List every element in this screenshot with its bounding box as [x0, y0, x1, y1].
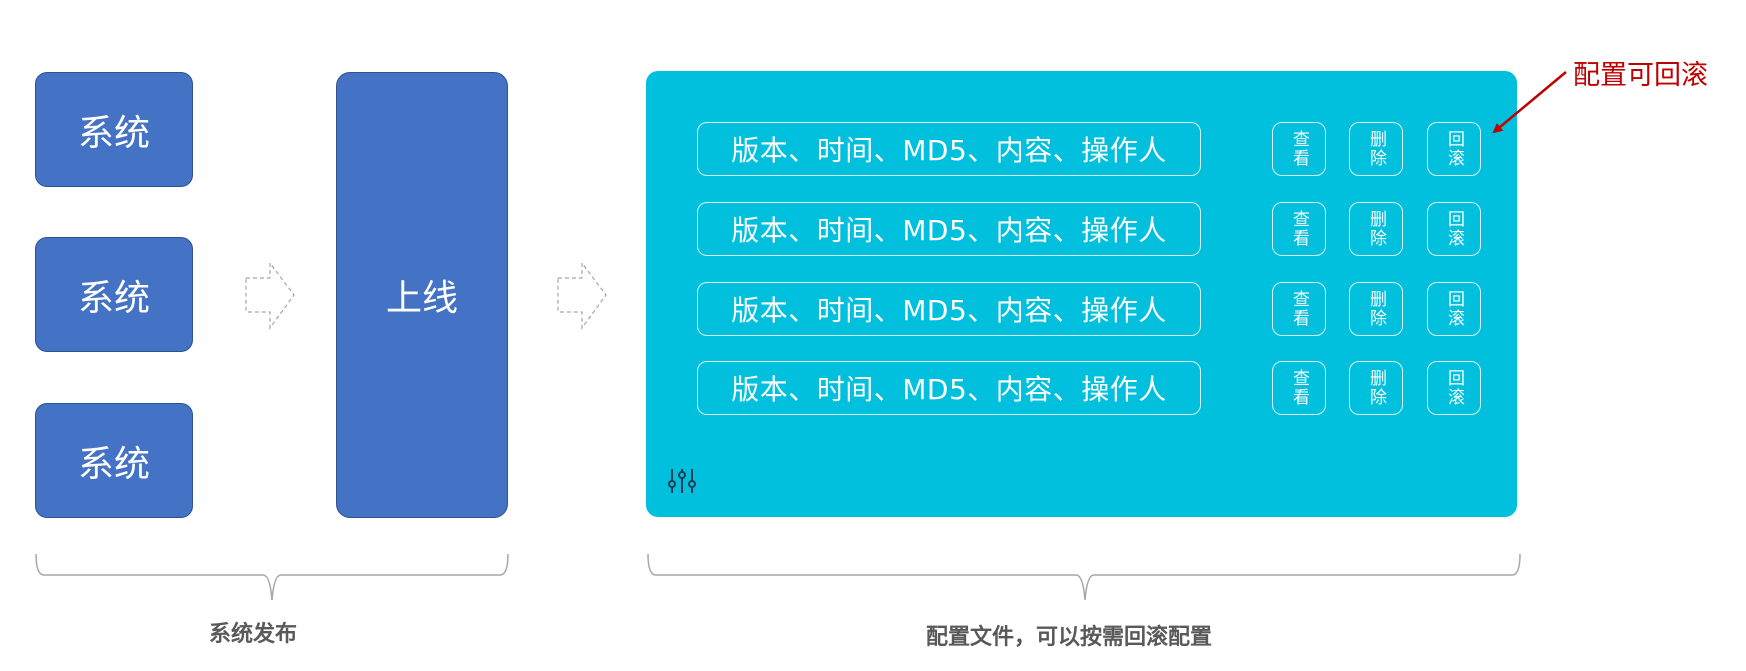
system-release-caption: 系统发布: [209, 622, 298, 647]
rollback-button[interactable]: 回滚: [1427, 202, 1481, 256]
view-button[interactable]: 查看: [1272, 122, 1326, 176]
config-version-row: 版本、时间、MD5、内容、操作人: [697, 282, 1201, 336]
delete-button[interactable]: 删除: [1349, 282, 1403, 336]
rollback-button[interactable]: 回滚: [1427, 282, 1481, 336]
view-button-label: 查看: [1289, 369, 1309, 407]
system-box-1: 系统: [35, 72, 193, 187]
config-version-info: 版本、时间、MD5、内容、操作人: [731, 294, 1167, 327]
dashed-arrow-right-icon: [245, 261, 295, 330]
config-version-row: 版本、时间、MD5、内容、操作人: [697, 122, 1201, 176]
rollback-button-label: 回滚: [1444, 210, 1464, 248]
view-button[interactable]: 查看: [1272, 282, 1326, 336]
system-box-label: 系统: [77, 112, 150, 154]
delete-button-label: 删除: [1366, 130, 1386, 168]
delete-button-label: 删除: [1366, 290, 1386, 328]
view-button-label: 查看: [1289, 290, 1309, 328]
callout-arrow: [1492, 71, 1567, 134]
system-box-label: 系统: [77, 277, 150, 319]
config-panel-caption: 配置文件，可以按需回滚配置: [926, 625, 1213, 650]
rollback-button-label: 回滚: [1444, 290, 1464, 328]
config-version-row: 版本、时间、MD5、内容、操作人: [697, 361, 1201, 415]
online-box-label: 上线: [385, 278, 458, 319]
sliders-icon[interactable]: [668, 467, 696, 495]
delete-button-label: 删除: [1366, 210, 1386, 248]
left-brace: [35, 553, 509, 601]
config-version-info: 版本、时间、MD5、内容、操作人: [731, 134, 1167, 167]
view-button[interactable]: 查看: [1272, 202, 1326, 256]
system-box-label: 系统: [77, 443, 150, 485]
system-box-2: 系统: [35, 237, 193, 352]
system-box-3: 系统: [35, 403, 193, 518]
right-brace: [647, 553, 1521, 601]
rollback-callout-label: 配置可回滚: [1573, 60, 1708, 91]
dashed-arrow-right-icon: [557, 261, 607, 330]
delete-button[interactable]: 删除: [1349, 361, 1403, 415]
rollback-button[interactable]: 回滚: [1427, 122, 1481, 176]
config-panel: 版本、时间、MD5、内容、操作人 查看 删除 回滚 版本、时间、MD5、内容、操…: [646, 71, 1517, 517]
config-version-info: 版本、时间、MD5、内容、操作人: [731, 214, 1167, 247]
delete-button[interactable]: 删除: [1349, 122, 1403, 176]
online-box: 上线: [336, 72, 508, 518]
config-version-info: 版本、时间、MD5、内容、操作人: [731, 373, 1167, 406]
view-button-label: 查看: [1289, 210, 1309, 248]
rollback-button-label: 回滚: [1444, 369, 1464, 407]
view-button[interactable]: 查看: [1272, 361, 1326, 415]
delete-button-label: 删除: [1366, 369, 1386, 407]
delete-button[interactable]: 删除: [1349, 202, 1403, 256]
rollback-button-label: 回滚: [1444, 130, 1464, 168]
config-version-row: 版本、时间、MD5、内容、操作人: [697, 202, 1201, 256]
rollback-button[interactable]: 回滚: [1427, 361, 1481, 415]
view-button-label: 查看: [1289, 130, 1309, 168]
